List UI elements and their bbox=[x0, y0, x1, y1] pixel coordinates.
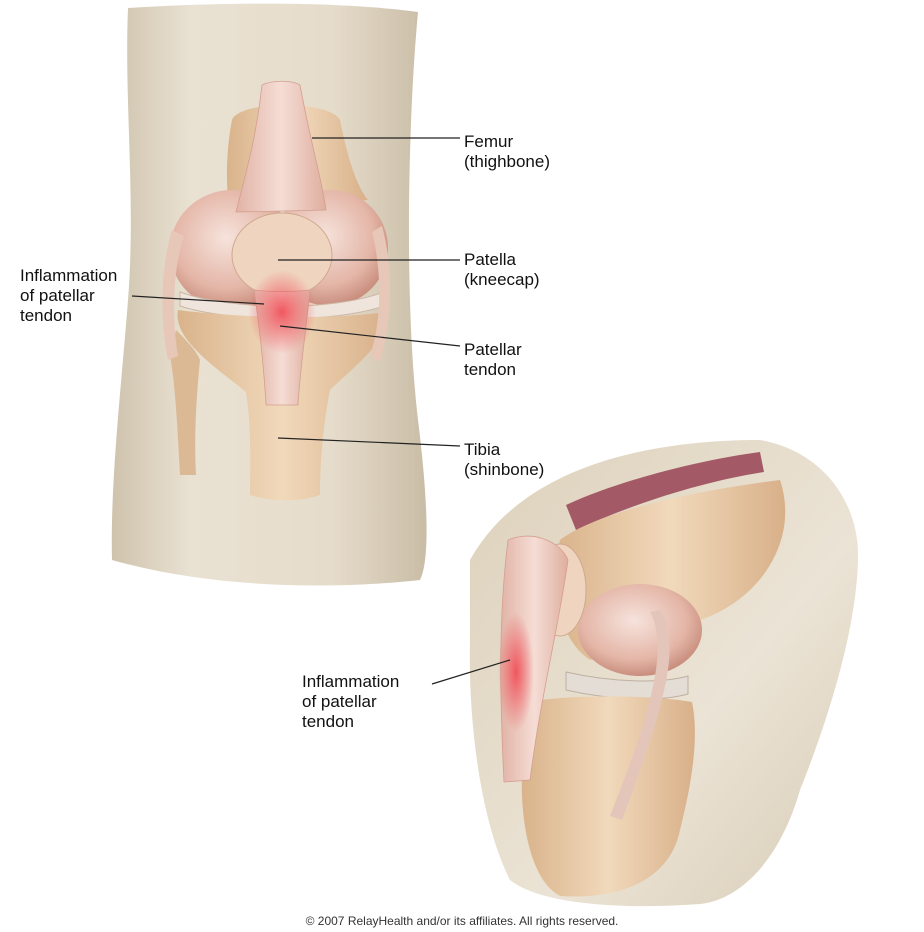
front-inflammation bbox=[248, 270, 316, 354]
tibia-label-line1: Tibia bbox=[464, 440, 544, 460]
side-inflammation-line1: Inflammation bbox=[302, 672, 399, 692]
front-inflammation-line1: Inflammation bbox=[20, 266, 117, 286]
patella-label: Patella (kneecap) bbox=[464, 250, 540, 290]
tibia-label: Tibia (shinbone) bbox=[464, 440, 544, 480]
copyright-notice: © 2007 RelayHealth and/or its affiliates… bbox=[0, 914, 924, 928]
patellar-tendon-label-line1: Patellar bbox=[464, 340, 522, 360]
femur-label: Femur (thighbone) bbox=[464, 132, 550, 172]
side-view bbox=[470, 440, 858, 906]
patellar-tendon-label: Patellar tendon bbox=[464, 340, 522, 380]
femur-label-line2: (thighbone) bbox=[464, 152, 550, 172]
front-inflammation-line2: of patellar bbox=[20, 286, 117, 306]
side-inflammation bbox=[498, 612, 534, 732]
tibia-label-line2: (shinbone) bbox=[464, 460, 544, 480]
front-view bbox=[112, 4, 427, 586]
patella-label-line1: Patella bbox=[464, 250, 540, 270]
side-inflammation-label: Inflammation of patellar tendon bbox=[302, 672, 399, 732]
front-inflammation-label: Inflammation of patellar tendon bbox=[20, 266, 117, 326]
patellar-tendon-label-line2: tendon bbox=[464, 360, 522, 380]
femur-label-line1: Femur bbox=[464, 132, 550, 152]
patella-label-line2: (kneecap) bbox=[464, 270, 540, 290]
side-inflammation-line3: tendon bbox=[302, 712, 399, 732]
front-inflammation-line3: tendon bbox=[20, 306, 117, 326]
side-condyle bbox=[578, 584, 702, 676]
side-inflammation-line2: of patellar bbox=[302, 692, 399, 712]
